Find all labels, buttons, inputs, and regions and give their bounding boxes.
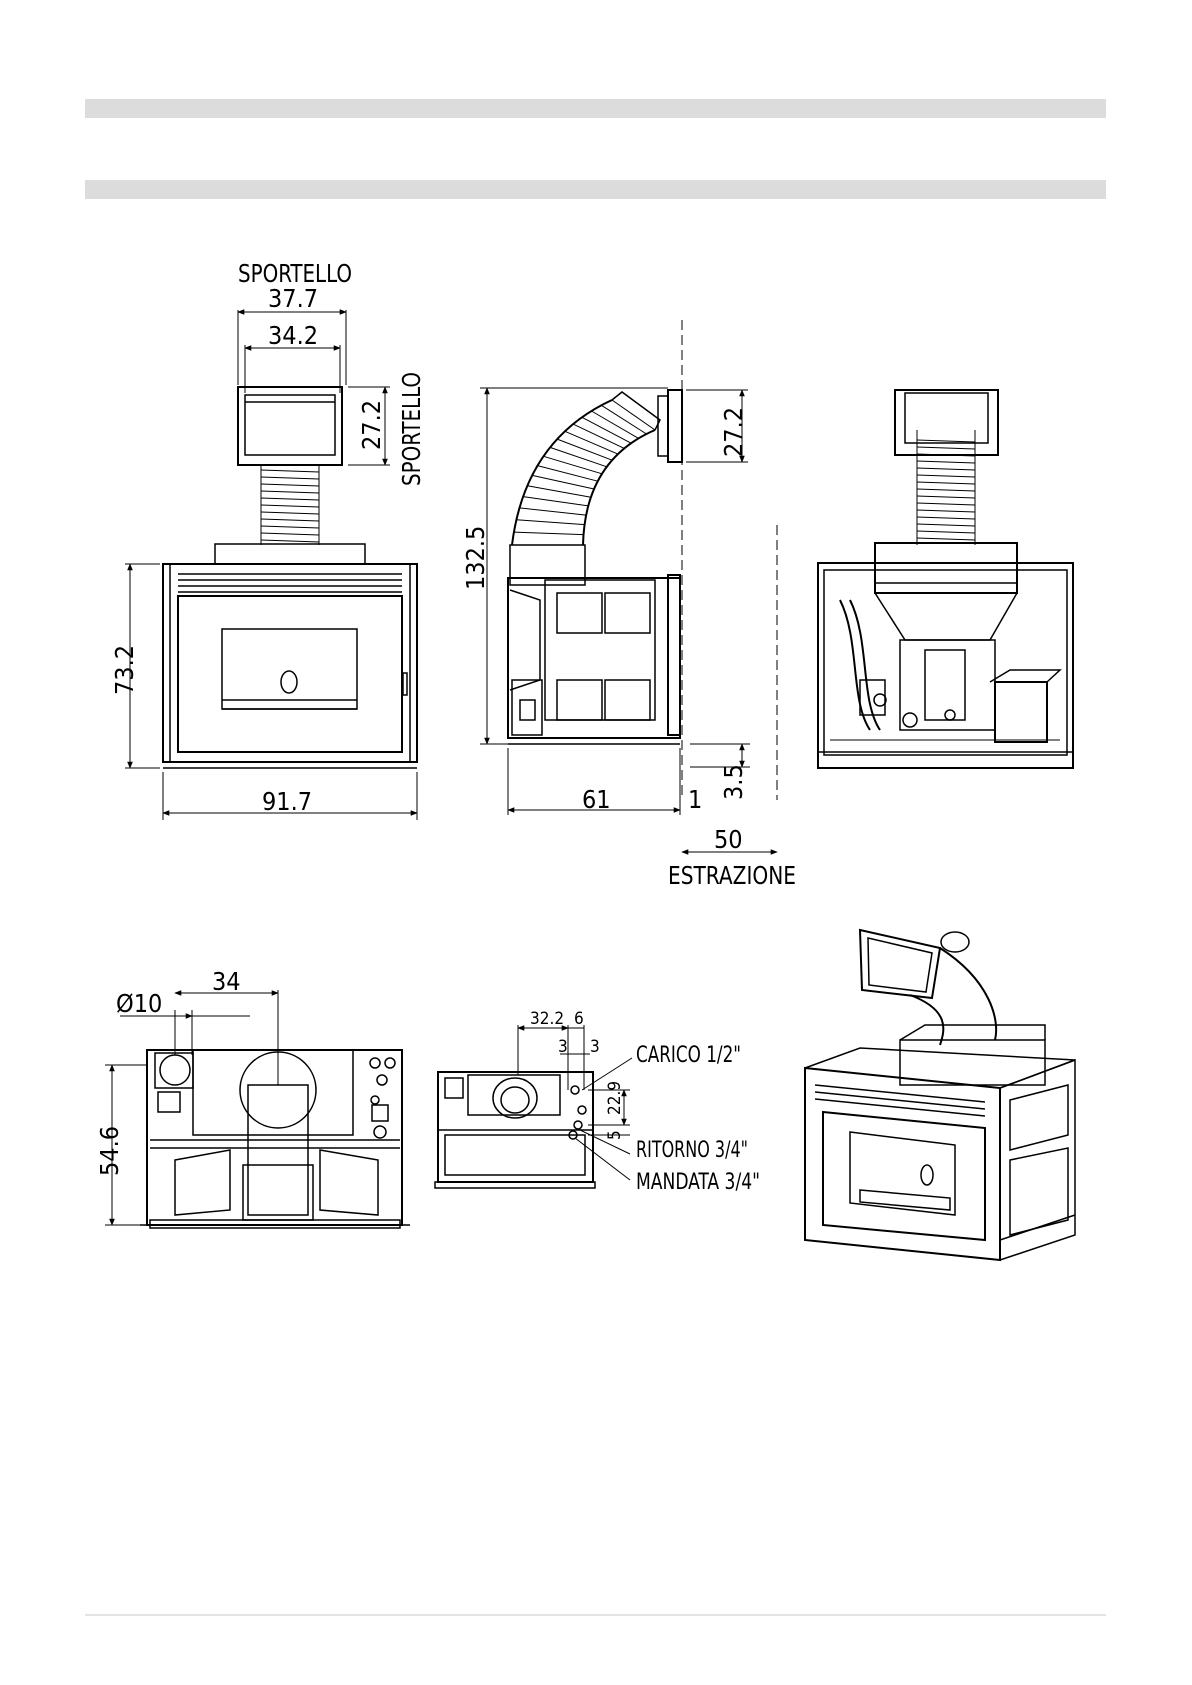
conn-dim-f: 5 xyxy=(605,1130,625,1140)
duct-rib xyxy=(917,489,975,491)
duct-rib xyxy=(261,533,319,535)
side-total-height: 132.5 xyxy=(461,526,490,590)
isometric-view xyxy=(805,930,1075,1260)
duct-rib xyxy=(261,491,319,493)
duct-rib xyxy=(516,520,584,525)
conn-dim-d: 3 xyxy=(590,1037,600,1057)
duct-rib xyxy=(917,447,975,449)
duct-rib xyxy=(261,477,319,479)
side-extraction-label: ESTRAZIONE xyxy=(668,861,796,890)
duct-rib xyxy=(565,431,618,454)
front-door-width-outer: 37.7 xyxy=(268,284,318,313)
duct-rib xyxy=(917,496,975,498)
duct-rib xyxy=(523,497,588,506)
duct-rib xyxy=(917,475,975,477)
footer-rule xyxy=(85,1614,1106,1616)
side-door-height: 27.2 xyxy=(719,407,748,457)
duct-rib xyxy=(261,519,319,521)
label-carico: CARICO 1/2" xyxy=(636,1043,741,1068)
label-ritorno: RITORNO 3/4" xyxy=(636,1138,748,1163)
duct-rib xyxy=(544,456,603,474)
side-bottom-offset: 3.5 xyxy=(719,764,748,800)
duct-rib xyxy=(917,510,975,512)
duct-rib xyxy=(261,512,319,514)
side-view xyxy=(508,320,777,800)
top-flue-offset: 34 xyxy=(212,967,241,996)
front-door-height: 27.2 xyxy=(357,400,386,450)
conn-dim-c: 3 xyxy=(558,1037,568,1057)
duct-rib xyxy=(573,424,624,448)
label-mandata: MANDATA 3/4" xyxy=(636,1170,760,1195)
top-view-dimensions xyxy=(105,990,278,1225)
rear-view xyxy=(818,390,1073,768)
side-depth: 61 xyxy=(582,785,611,814)
duct-rib xyxy=(917,517,975,519)
duct-rib xyxy=(917,538,975,540)
conn-dim-b: 6 xyxy=(574,1009,584,1029)
duct-rib xyxy=(261,526,319,528)
duct-rib xyxy=(261,540,319,542)
duct-rib xyxy=(917,440,975,442)
top-view xyxy=(140,1050,410,1228)
top-depth: 54.6 xyxy=(95,1126,124,1176)
duct-rib xyxy=(917,503,975,505)
connections-view xyxy=(435,1072,595,1188)
duct-rib xyxy=(261,498,319,500)
duct-rib xyxy=(514,532,584,535)
front-height: 73.2 xyxy=(110,645,139,695)
duct-rib xyxy=(527,486,591,498)
conn-dim-e: 22.9 xyxy=(605,1081,625,1115)
duct-rib xyxy=(261,470,319,472)
duct-rib xyxy=(261,505,319,507)
duct-rib xyxy=(917,482,975,484)
duct-rib xyxy=(520,508,587,515)
side-extraction: 50 xyxy=(714,825,743,854)
duct-rib xyxy=(917,468,975,470)
duct-rib xyxy=(261,484,319,486)
duct-rib xyxy=(917,531,975,533)
side-front-offset: 1 xyxy=(688,785,702,814)
front-door-width-inner: 34.2 xyxy=(268,321,318,350)
flex-duct-front xyxy=(261,465,319,545)
front-width: 91.7 xyxy=(262,787,312,816)
duct-rib xyxy=(917,524,975,526)
duct-rib xyxy=(557,439,612,460)
conn-dim-a: 32.2 xyxy=(530,1009,564,1029)
top-flue-diameter: Ø10 xyxy=(116,989,162,1018)
duct-rib xyxy=(917,461,975,463)
duct-rib xyxy=(550,447,607,466)
front-door-height-label: SPORTELLO xyxy=(397,372,426,486)
